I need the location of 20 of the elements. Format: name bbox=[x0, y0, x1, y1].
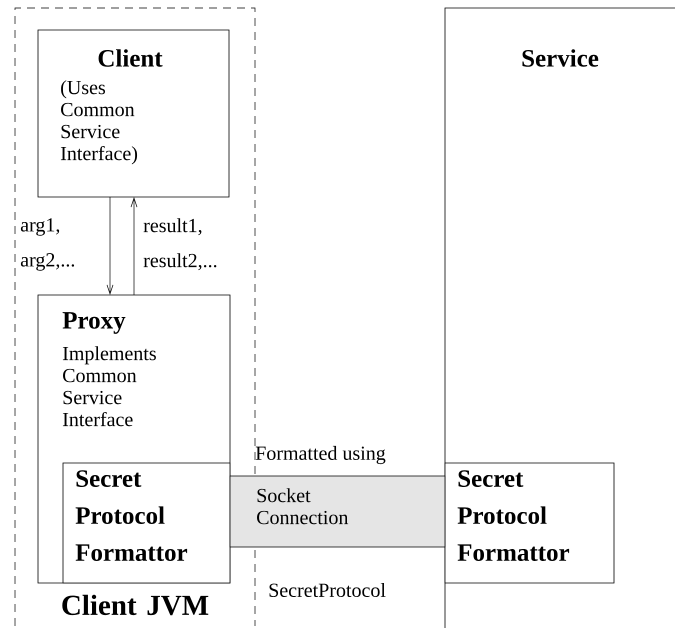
description-text: Socket Connection bbox=[257, 488, 348, 524]
dashed-boundary bbox=[14, 8, 256, 626]
arrow bbox=[106, 196, 114, 295]
component-box bbox=[38, 30, 230, 198]
heading: Client bbox=[98, 49, 163, 67]
component-box bbox=[62, 462, 230, 584]
component-box bbox=[444, 462, 614, 584]
heading: Secret Protocol Formattor bbox=[458, 470, 570, 561]
heading: Client JVM bbox=[62, 594, 208, 616]
connection-band bbox=[230, 446, 446, 598]
note-text: SecretProtocol bbox=[270, 582, 386, 598]
edge-label: arg1, arg2,... bbox=[20, 218, 74, 271]
note-text: Formatted using bbox=[256, 446, 386, 464]
heading: Service bbox=[522, 49, 598, 67]
description-text: Implements Common Service Interface bbox=[62, 346, 156, 426]
heading: Proxy bbox=[62, 312, 126, 334]
heading: Secret Protocol Formattor bbox=[76, 470, 188, 561]
arrow bbox=[130, 197, 138, 296]
edge-label: result1, result2,... bbox=[144, 218, 216, 270]
description-text: (Uses Common Service Interface) bbox=[60, 80, 138, 164]
